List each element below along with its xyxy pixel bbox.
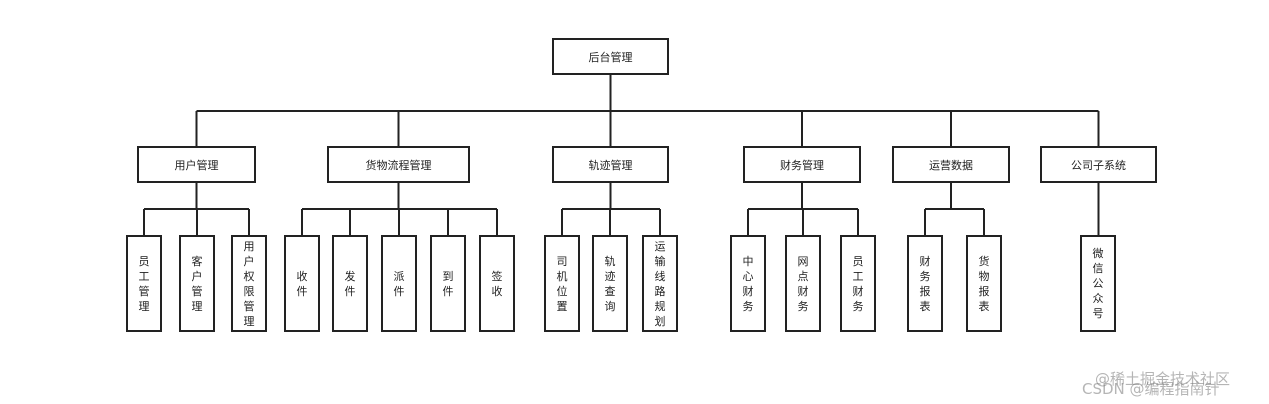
leaf-node-2-1: 轨迹查询 [592,235,628,332]
module-node-2: 轨迹管理 [552,146,669,183]
leaf-node-1-4: 签收 [479,235,515,332]
module-node-5: 公司子系统 [1040,146,1157,183]
leaf-node-4-1-char: 表 [978,299,990,313]
module-node-1-label: 货物流程管理 [365,158,432,172]
leaf-node-1-0-char: 收 [296,269,308,283]
leaf-node-2-0-char: 置 [556,299,568,313]
leaf-node-0-1-char: 管 [191,284,203,298]
leaf-node-1-3-char: 到 [442,269,454,283]
leaf-node-0-0-char: 员 [138,254,150,268]
leaf-node-0-2-char: 权 [243,269,255,283]
module-node-0: 用户管理 [137,146,256,183]
leaf-node-4-1-char: 报 [978,284,990,298]
module-node-4: 运营数据 [892,146,1010,183]
module-node-3-label: 财务管理 [780,158,824,172]
module-node-3: 财务管理 [743,146,861,183]
leaf-node-4-0-char: 报 [919,284,931,298]
leaf-node-2-2: 运输线路规划 [642,235,678,332]
leaf-node-1-0-char: 件 [296,284,308,298]
leaf-node-1-2: 派件 [381,235,417,332]
leaf-node-3-1-char: 点 [797,269,809,283]
leaf-node-5-0-char: 公 [1092,277,1104,290]
leaf-node-2-2-char: 输 [654,254,666,268]
leaf-node-2-2-char: 规 [654,299,666,313]
leaf-node-4-1: 货物报表 [966,235,1002,332]
leaf-node-1-4-char: 签 [491,269,503,283]
leaf-node-4-1-char: 货 [978,254,990,268]
leaf-node-0-0-char: 管 [138,284,150,298]
leaf-node-0-0-char: 工 [138,269,150,283]
leaf-node-4-1-char: 物 [978,269,990,283]
leaf-node-3-1-char: 网 [797,254,809,268]
leaf-node-0-2: 用户权限管理 [231,235,267,332]
leaf-node-0-1-char: 客 [191,254,203,268]
leaf-node-3-2-char: 财 [852,284,864,298]
leaf-node-1-2-char: 件 [393,284,405,298]
leaf-node-2-2-char: 运 [654,239,666,253]
leaf-node-2-0-char: 位 [556,284,568,298]
leaf-node-2-1-char: 轨 [604,254,616,268]
leaf-node-1-2-char: 派 [393,269,405,283]
leaf-node-0-2-char: 用 [243,239,255,253]
leaf-node-1-0: 收件 [284,235,320,332]
leaf-node-2-0-char: 机 [556,269,568,283]
leaf-node-2-2-char: 划 [654,314,666,328]
leaf-node-3-0-char: 中 [742,254,754,268]
leaf-node-1-3-char: 件 [442,284,454,298]
leaf-node-4-0-char: 表 [919,299,931,313]
leaf-node-2-1-char: 查 [604,284,616,298]
leaf-node-2-0: 司机位置 [544,235,580,332]
root-node-label: 后台管理 [588,50,633,64]
leaf-node-0-2-char: 户 [243,254,255,268]
leaf-node-3-1-char: 务 [797,299,809,313]
leaf-node-1-4-char: 收 [491,284,503,298]
leaf-node-5-0: 微信公众号 [1080,235,1116,332]
leaf-node-0-0: 员工管理 [126,235,162,332]
leaf-node-3-2: 员工财务 [840,235,876,332]
module-node-0-label: 用户管理 [174,158,219,172]
leaf-node-3-2-char: 务 [852,299,864,313]
leaf-node-0-1-char: 理 [191,299,203,313]
root-node: 后台管理 [552,38,669,75]
watermark-csdn: CSDN @编程指南针 [1082,380,1220,398]
leaf-node-2-0-char: 司 [556,254,568,268]
watermark-juejin: @稀土掘金技术社区 [1095,370,1231,388]
leaf-node-4-0: 财务报表 [907,235,943,332]
leaf-node-3-1-char: 财 [797,284,809,298]
leaf-node-3-0-char: 心 [742,269,754,283]
leaf-node-0-1: 客户管理 [179,235,215,332]
leaf-node-2-1-char: 迹 [604,269,616,283]
leaf-node-3-0-char: 财 [742,284,754,298]
leaf-node-3-0-char: 务 [742,299,754,313]
leaf-node-3-0: 中心财务 [730,235,766,332]
leaf-node-0-2-char: 管 [243,299,255,313]
module-node-2-label: 轨迹管理 [588,158,633,172]
leaf-node-0-2-char: 理 [243,314,255,328]
leaf-node-3-2-char: 员 [852,254,864,268]
leaf-node-3-1: 网点财务 [785,235,821,332]
leaf-node-2-2-char: 线 [654,269,666,283]
leaf-node-2-1-char: 询 [604,299,616,313]
module-node-1: 货物流程管理 [327,146,470,183]
leaf-node-5-0-char: 号 [1092,307,1104,320]
module-node-4-label: 运营数据 [929,158,973,172]
leaf-node-0-1-char: 户 [191,269,203,283]
leaf-node-3-2-char: 工 [852,269,864,283]
leaf-node-4-0-char: 财 [919,254,931,268]
module-node-5-label: 公司子系统 [1071,158,1126,172]
leaf-node-5-0-char: 微 [1092,247,1104,260]
leaf-node-1-1: 发件 [332,235,368,332]
leaf-node-5-0-char: 信 [1092,262,1104,275]
leaf-node-1-1-char: 件 [344,284,356,298]
leaf-node-1-3: 到件 [430,235,466,332]
leaf-node-1-1-char: 发 [344,269,356,283]
leaf-node-0-2-char: 限 [243,284,255,298]
leaf-node-4-0-char: 务 [919,269,931,283]
leaf-node-0-0-char: 理 [138,299,150,313]
leaf-node-5-0-char: 众 [1092,292,1104,305]
leaf-node-2-2-char: 路 [654,284,666,298]
